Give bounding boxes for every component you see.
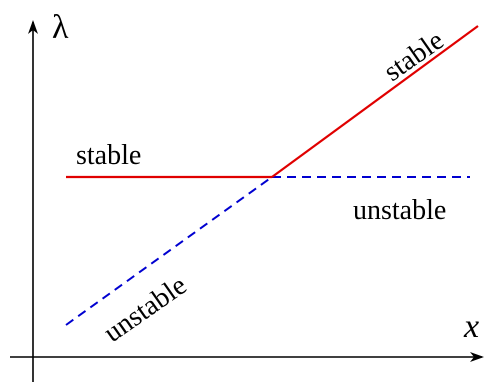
branch-line-unstable-diagonal — [65, 176, 273, 326]
branch-label-unstable-diagonal: unstable — [98, 270, 192, 349]
vertical-axis-label: λ — [52, 9, 69, 46]
branch-label-stable-diagonal: stable — [378, 25, 449, 88]
branch-label-unstable-horizontal: unstable — [353, 195, 446, 226]
horizontal-axis-label: x — [463, 308, 479, 345]
branch-label-stable-horizontal: stable — [76, 140, 141, 171]
branch-line-stable-diagonal — [271, 25, 479, 178]
